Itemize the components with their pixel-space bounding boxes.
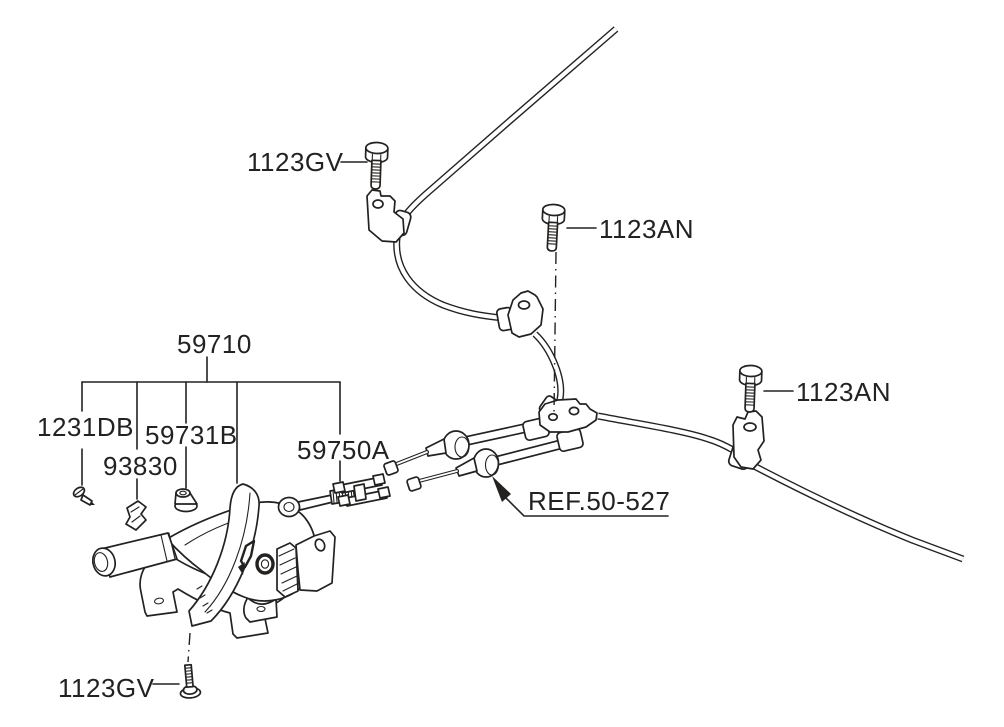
bolt-centerline-bottom: [187, 632, 191, 663]
cable-end-fittings: [383, 416, 584, 492]
cable-bracket-right: [727, 410, 765, 471]
parking-brake-lever-assembly: [91, 483, 336, 639]
part-label-59731b: 59731B: [145, 420, 238, 450]
junction-bracket: [538, 395, 598, 433]
hex-bolt-right: [737, 364, 763, 414]
round-bolt-bottom: [177, 663, 202, 700]
hex-bolt-top-left: [363, 141, 389, 191]
part-label-1123an-right: 1123AN: [796, 377, 891, 407]
rear-left-cable: [393, 26, 619, 415]
callout-tree-59710: [81, 356, 341, 500]
part-label-1123gv-bottom: 1123GV: [58, 673, 155, 703]
rear-right-cable: [597, 412, 965, 563]
cable-bracket-middle: [495, 290, 544, 338]
bolt-centerline-middle: [553, 251, 557, 415]
adjuster-equalizer: [277, 473, 391, 518]
clip-93830: [125, 500, 147, 531]
grommet-59731b: [174, 488, 198, 513]
ref-link-50-527[interactable]: REF.50-527: [528, 486, 670, 516]
cable-bracket-top: [366, 189, 412, 243]
part-label-93830: 93830: [103, 451, 178, 481]
hex-bolt-center: [539, 203, 566, 253]
part-label-1231db: 1231DB: [37, 412, 134, 442]
part-label-59750a: 59750A: [297, 435, 390, 465]
part-label-1123gv-top: 1123GV: [247, 147, 344, 177]
ref-leader-arrow: [492, 476, 669, 517]
part-label-59710: 59710: [177, 329, 252, 359]
part-label-1123an-center: 1123AN: [599, 214, 694, 244]
screw-1231db: [72, 486, 95, 506]
